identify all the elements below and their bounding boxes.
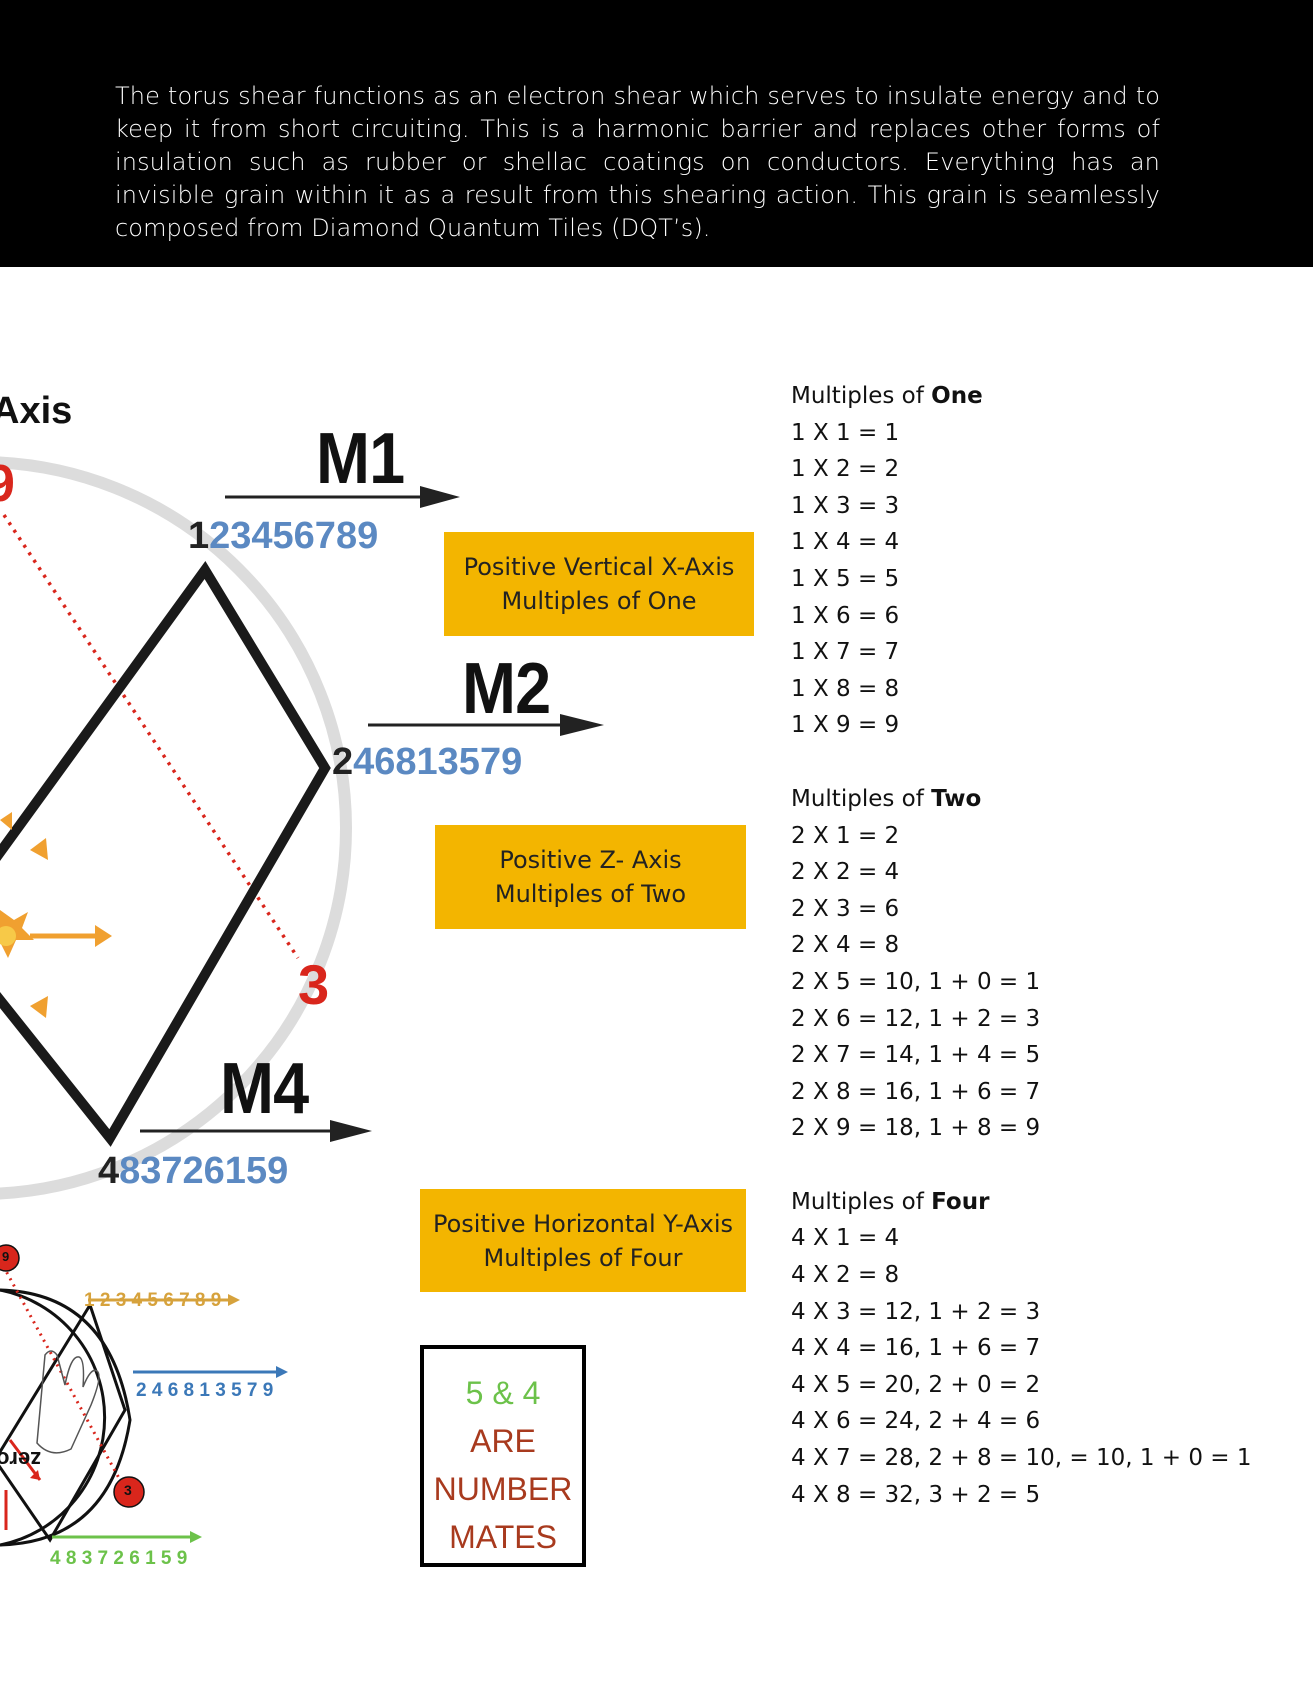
table-row: 4 X 1 = 4 [791,1225,900,1252]
table-row: 1 X 4 = 4 [791,529,900,556]
table-two-prefix: Multiples of [791,785,932,812]
table-four: Multiples of Four 4 X 1 = 4 4 X 2 = 8 4 … [791,1184,1291,1513]
small-diagram [0,1244,288,1547]
small-three-badge [113,1476,145,1508]
table-two-bold: Two [931,785,982,812]
table-one-bold: One [931,383,983,409]
z-axis-label-line2: Multiples of Two [494,880,687,908]
table-row: 1 X 6 = 6 [791,602,900,629]
y-axis-label-line2: Multiples of Four [483,1243,683,1272]
table-row: 4 X 8 = 32, 3 + 2 = 5 [791,1481,1041,1508]
m1-sequence-rest: 23456789 [209,515,379,557]
table-row: 2 X 2 = 4 [791,859,900,886]
table-row: 2 X 1 = 2 [791,822,900,849]
m2-sequence-first: 2 [332,741,354,783]
m4-arrowhead [330,1120,372,1142]
table-two: Multiples of Two 2 X 1 = 2 2 X 2 = 4 2 X… [791,781,1291,1147]
header-banner: The torus shear functions as an electron… [0,0,1313,267]
small-sequence-four: 4 8 3 7 2 6 1 5 9 [50,1548,188,1569]
m1-arrowhead [420,486,460,508]
m4-label: M4 [220,1049,309,1129]
small-nine-text: 9 [2,1249,10,1264]
table-four-bold: Four [931,1188,990,1215]
m4-sequence-first: 4 [98,1150,120,1192]
table-row: 1 X 1 = 1 [791,419,900,446]
axis-label: Axis [0,390,73,432]
table-four-heading: Multiples of Four [791,1184,1291,1221]
table-row: 2 X 6 = 12, 1 + 2 = 3 [791,1005,1041,1032]
table-four-prefix: Multiples of [791,1188,932,1215]
x-axis-label-line1: Positive Vertical X-Axis [463,553,735,581]
m2-sequence-rest: 46813579 [353,741,523,783]
table-row: 4 X 6 = 24, 2 + 4 = 6 [791,1408,1041,1435]
mates-line-2: ARE [470,1423,536,1459]
table-row: 1 X 7 = 7 [791,639,900,666]
torus-circle [0,456,352,1200]
mates-line-4: MATES [449,1519,557,1555]
small-three-text: 3 [124,1482,132,1498]
table-row: 1 X 2 = 2 [791,456,900,483]
table-row: 2 X 7 = 14, 1 + 4 = 5 [791,1042,1041,1069]
m2-sequence: 246813579 [332,741,522,784]
table-row: 2 X 3 = 6 [791,895,900,922]
table-row: 1 X 9 = 9 [791,712,900,739]
diamond-path [0,560,331,1147]
number-mates-box: 5 & 4 ARE NUMBER MATES [420,1345,586,1567]
m2-arrowhead [560,714,604,736]
mates-line-1: 5 & 4 [465,1375,541,1411]
table-row: 4 X 2 = 8 [791,1262,900,1289]
table-row: 1 X 5 = 5 [791,565,900,592]
intro-paragraph: The torus shear functions as an electron… [115,82,1160,242]
table-row: 1 X 8 = 8 [791,675,900,702]
small-sequence-one: 1 2 3 4 5 6 7 8 9 [84,1290,222,1311]
table-one: Multiples of One 1 X 1 = 1 1 X 2 = 2 1 X… [791,378,1291,744]
table-row: 4 X 7 = 28, 2 + 8 = 10, = 10, 1 + 0 = 1 [791,1445,1252,1472]
m1-sequence-first: 1 [188,515,210,557]
table-one-heading: Multiples of One [791,378,1291,415]
m1-sequence: 123456789 [188,515,378,558]
table-two-heading: Multiples of Two [791,781,1291,818]
table-one-prefix: Multiples of [791,383,932,409]
m2-label: M2 [462,649,551,729]
small-sequence-two: 2 4 6 8 1 3 5 7 9 [136,1380,274,1401]
small-nine-badge [0,1244,20,1272]
m4-sequence: 483726159 [98,1150,288,1193]
x-axis-label: Positive Vertical X-Axis Multiples of On… [444,532,754,636]
diagonal-dotted-line [2,514,300,959]
mates-line-3: NUMBER [433,1471,573,1507]
multiplication-tables: Multiples of One 1 X 1 = 1 1 X 2 = 2 1 X… [791,378,1291,1513]
table-row: 1 X 3 = 3 [791,492,900,519]
y-axis-label: Positive Horizontal Y-Axis Multiples of … [420,1189,746,1292]
table-row: 2 X 4 = 8 [791,932,900,959]
orange-burst-icon [0,812,112,1018]
y-axis-label-line1: Positive Horizontal Y-Axis [432,1209,734,1238]
nine-label: 9 [0,455,15,513]
x-axis-label-line2: Multiples of One [501,587,697,615]
table-row: 4 X 4 = 16, 1 + 6 = 7 [791,1335,1041,1362]
table-row: 2 X 9 = 18, 1 + 8 = 9 [791,1115,1041,1142]
table-row: 4 X 3 = 12, 1 + 2 = 3 [791,1298,1041,1325]
m1-label: M1 [316,419,405,499]
table-row: 2 X 8 = 16, 1 + 6 = 7 [791,1078,1041,1105]
table-row: 2 X 5 = 10, 1 + 0 = 1 [791,968,1041,995]
three-label: 3 [298,953,330,1016]
table-row: 4 X 5 = 20, 2 + 0 = 2 [791,1371,1041,1398]
m4-sequence-rest: 83726159 [119,1150,289,1192]
z-axis-label: Positive Z- Axis Multiples of Two [435,825,746,929]
small-zero-text: zero [0,1447,42,1472]
z-axis-label-line1: Positive Z- Axis [499,846,682,874]
